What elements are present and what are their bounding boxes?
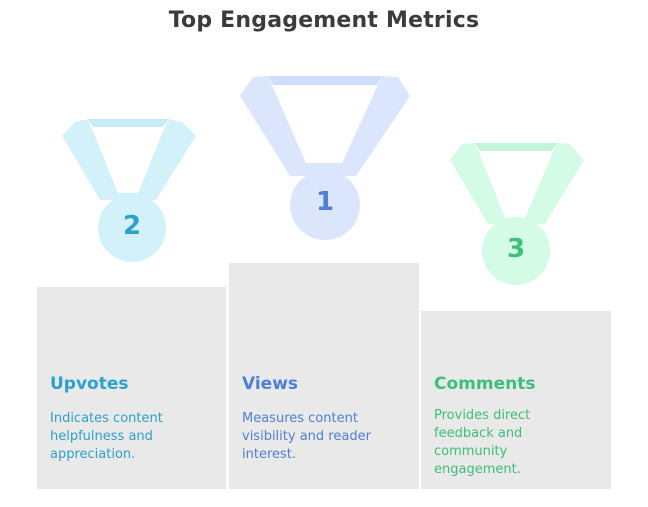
medal-rank-third: 3 bbox=[506, 234, 526, 264]
podium-block-third bbox=[421, 311, 611, 489]
label-comments: Comments bbox=[434, 374, 536, 394]
description-views: Measures content visibility and reader i… bbox=[242, 411, 371, 462]
label-views: Views bbox=[242, 374, 299, 394]
podium-block-first bbox=[229, 263, 419, 489]
description-comments: Provides direct feedback and community e… bbox=[434, 408, 531, 477]
label-upvotes: Upvotes bbox=[50, 374, 129, 394]
medal-third-icon bbox=[450, 143, 584, 285]
medal-first-icon bbox=[240, 76, 410, 240]
medal-rank-first: 1 bbox=[315, 187, 335, 217]
page-title: Top Engagement Metrics bbox=[168, 8, 480, 33]
description-upvotes: Indicates content helpfulness and apprec… bbox=[50, 411, 163, 462]
podium-block-second bbox=[37, 287, 226, 489]
medal-second-icon bbox=[62, 119, 196, 262]
medal-rank-second: 2 bbox=[122, 211, 142, 241]
